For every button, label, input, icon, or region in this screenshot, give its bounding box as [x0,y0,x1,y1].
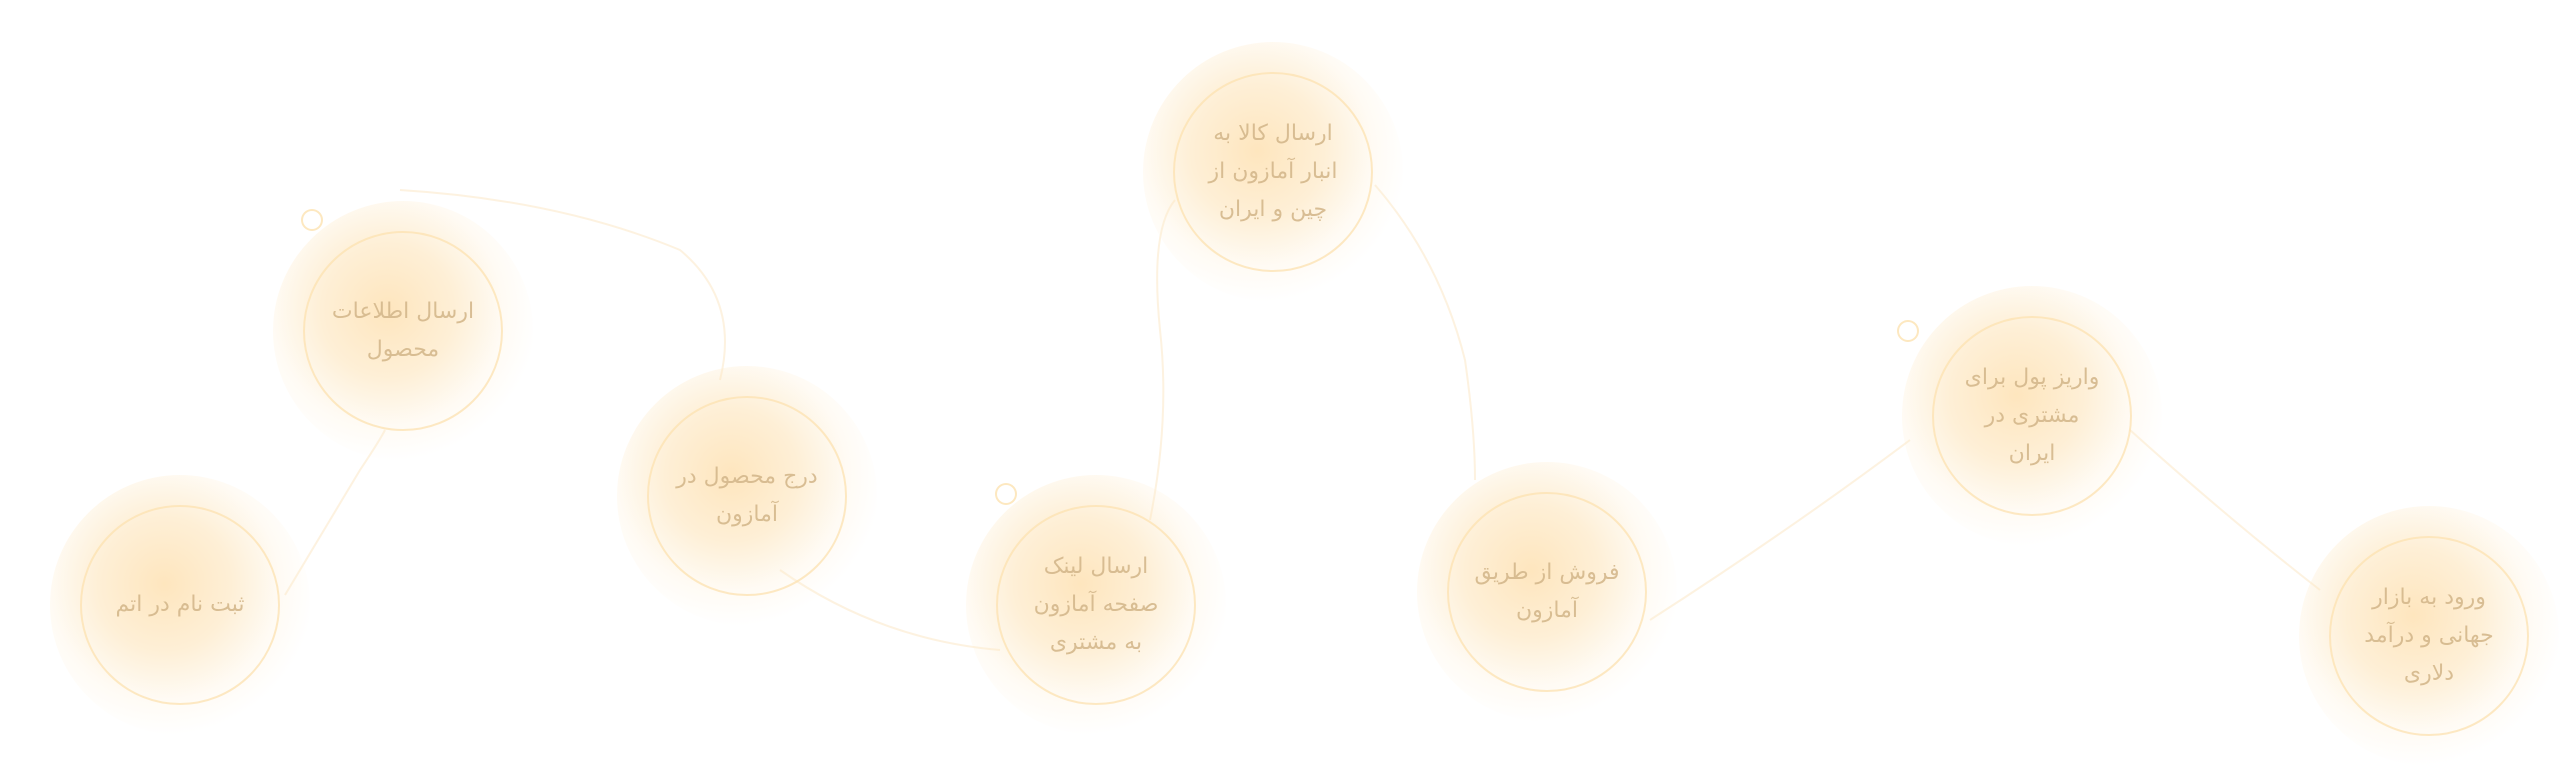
step-4-label: ارسال لینک صفحه آمازون به مشتری [1033,554,1159,655]
step-8-ring [2329,536,2529,736]
step-7-ring [1932,316,2132,516]
step-2-label: ارسال اطلاعات محصول [331,299,475,362]
step-8: ورود به بازار جهانی و درآمد دلاری [2299,506,2559,766]
step-2-ring [303,231,503,431]
step-3: درج محصول در آمازون [617,366,877,626]
connector-7-8 [2129,429,2321,591]
step-2: ارسال اطلاعات محصول [273,201,533,461]
step-7-label: واریز پول برای مشتری در ایران [1964,365,2100,466]
connector-6-7 [1649,439,1911,621]
step-6: فروش از طریق آمازون [1417,462,1677,722]
step-1-ring [80,505,280,705]
step-3-ring [647,396,847,596]
step-8-label: ورود به بازار جهانی و درآمد دلاری [2364,585,2494,686]
step-1-label: ثبت نام در اتم [115,592,245,617]
step-7: واریز پول برای مشتری در ایران [1902,286,2162,546]
step-5-ring [1173,72,1373,272]
step-4-ring [996,505,1196,705]
step-1: ثبت نام در اتم [50,475,310,735]
step-6-label: فروش از طریق آمازون [1474,560,1620,623]
connector-dot-step-4 [995,483,1017,505]
connector-5-6 [1374,184,1476,481]
step-3-label: درج محصول در آمازون [676,464,818,527]
step-5: ارسال کالا به انبار آمازون از چین و ایرا… [1143,42,1403,302]
step-6-ring [1447,492,1647,692]
connector-dot-step-7 [1897,320,1919,342]
step-5-label: ارسال کالا به انبار آمازون از چین و ایرا… [1208,121,1338,222]
step-4: ارسال لینک صفحه آمازون به مشتری [966,475,1226,735]
connector-dot-step-2 [301,209,323,231]
